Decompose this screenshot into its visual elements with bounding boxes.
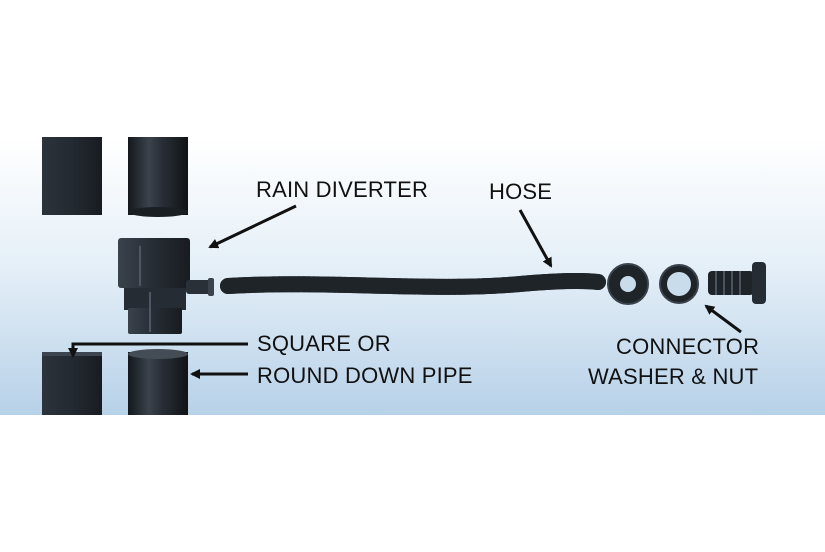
- down-pipe-label-line1: SQUARE OR: [257, 331, 391, 356]
- rain-diverter-arrow: [208, 204, 297, 249]
- lower-round-pipe: [128, 349, 188, 415]
- washer-icon: [607, 263, 649, 305]
- square-pipe-arrow: [68, 342, 248, 358]
- hose-label: HOSE: [489, 179, 552, 204]
- connector-nut-icon: [708, 262, 766, 304]
- corrugated-hose-icon: [220, 272, 606, 295]
- rain-diverter-label: RAIN DIVERTER: [256, 177, 428, 202]
- rain-diverter-icon: [118, 238, 214, 334]
- washer-icon: [659, 264, 699, 304]
- upper-round-pipe: [128, 137, 188, 217]
- lower-square-pipe: [42, 352, 102, 415]
- down-pipe-label-line2: ROUND DOWN PIPE: [257, 363, 473, 388]
- upper-square-pipe: [42, 137, 102, 215]
- connector-arrow: [704, 304, 742, 334]
- hose-arrow: [518, 209, 553, 268]
- connector-label-line1: CONNECTOR: [616, 334, 759, 359]
- connector-label-line2: WASHER & NUT: [588, 364, 758, 389]
